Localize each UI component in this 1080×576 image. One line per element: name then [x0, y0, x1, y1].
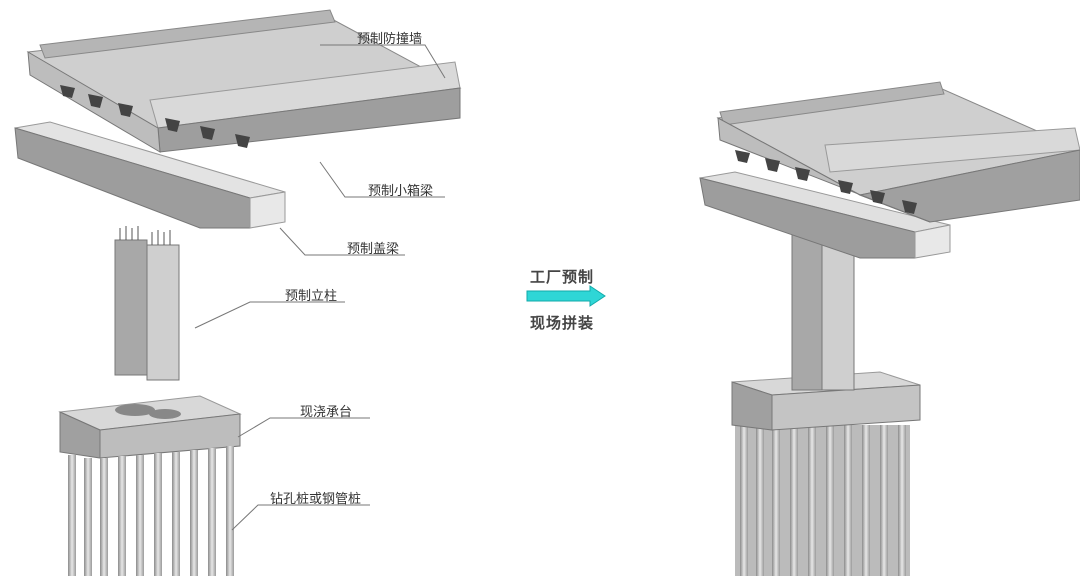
arrow-icon [526, 285, 606, 307]
label-box-girder: 预制小箱梁 [368, 184, 434, 199]
left-piles [68, 446, 234, 576]
label-column: 预制立柱 [285, 289, 338, 304]
left-cap-beam [14, 121, 286, 229]
arrow-bottom-text: 现场拼装 [530, 314, 595, 332]
arrow-top-text: 工厂预制 [530, 268, 595, 286]
left-columns [114, 226, 180, 381]
left-deck-girders [26, 9, 462, 153]
label-barrier: 预制防撞墙 [357, 32, 423, 47]
label-piles: 钻孔桩或钢管桩 [270, 492, 362, 507]
label-cap-beam: 预制盖梁 [347, 242, 400, 257]
label-pile-cap: 现浇承台 [300, 405, 353, 420]
right-assembly [699, 81, 1080, 576]
leader-lines [194, 44, 446, 531]
